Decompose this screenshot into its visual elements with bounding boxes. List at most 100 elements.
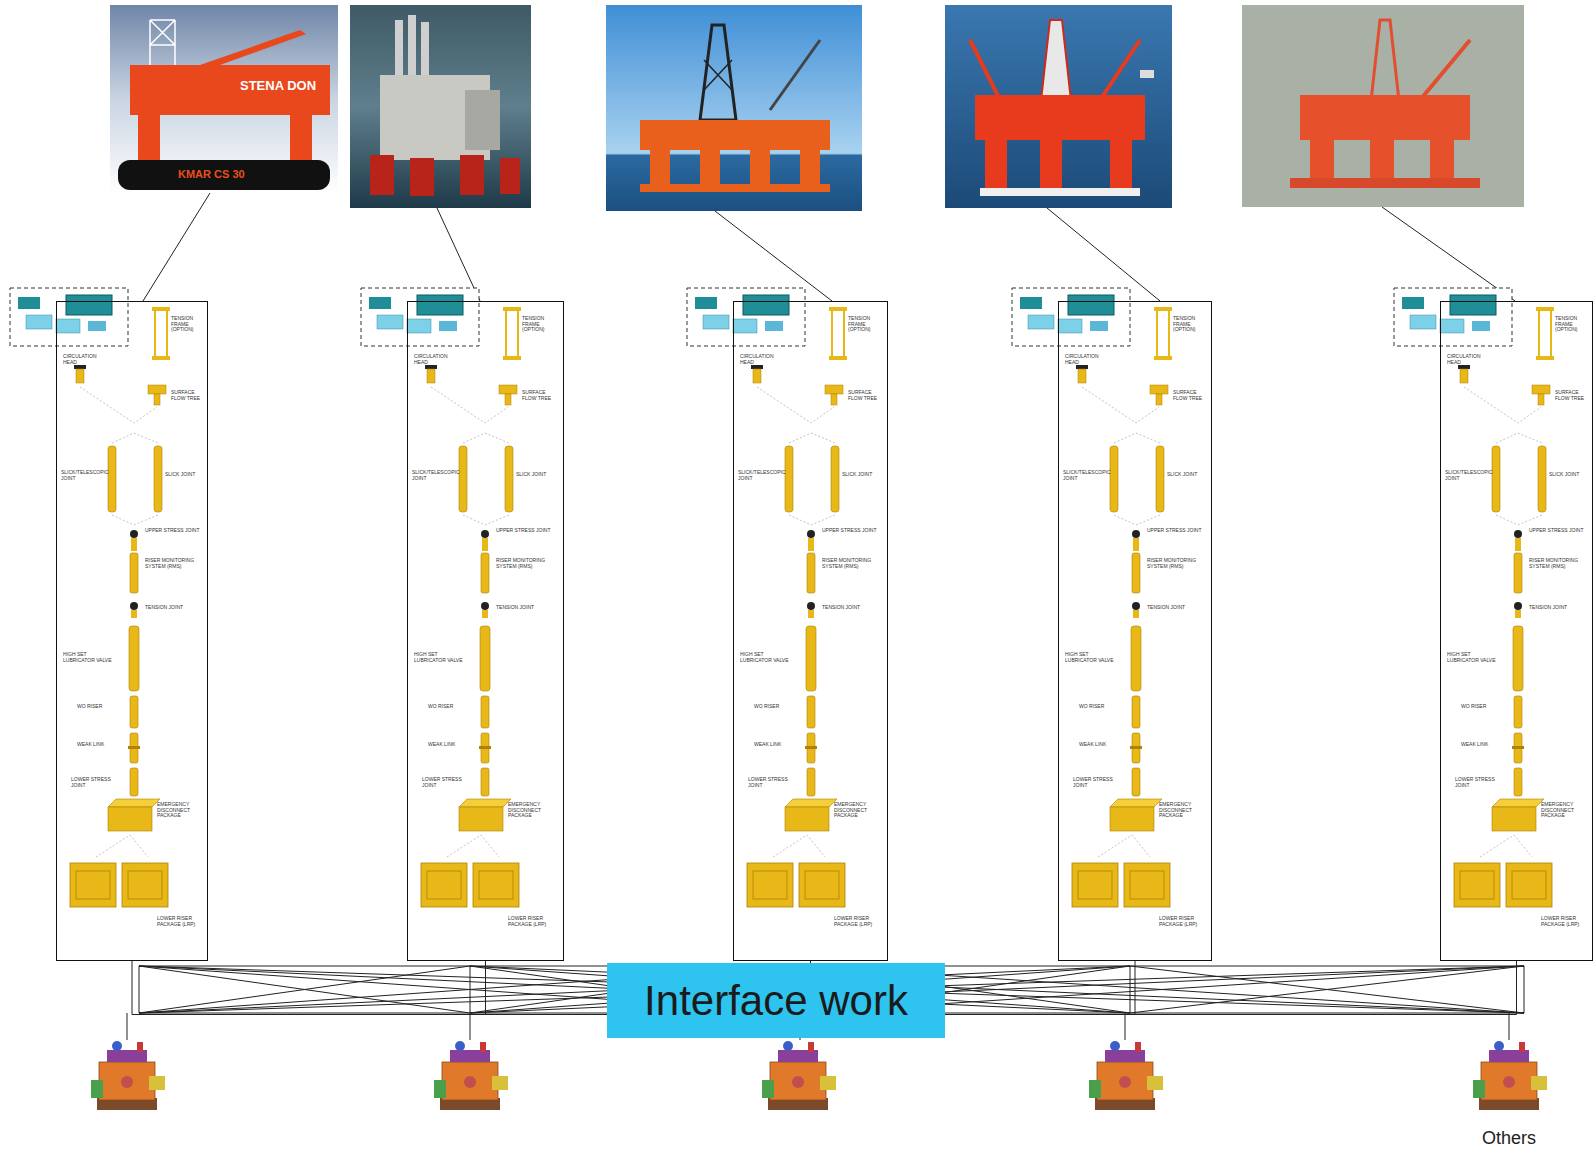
rig-photo-part <box>350 5 531 208</box>
interface-lines-part <box>1125 1013 1126 1040</box>
part-label: LOWER STRESS JOINT <box>1073 777 1123 788</box>
illustration-part <box>1473 1041 1547 1110</box>
part-label: TENSION JOINT <box>822 605 872 611</box>
part-label: EMERGENCY DISCONNECT PACKAGE <box>1159 802 1207 819</box>
connector <box>945 961 1135 1015</box>
part-label: TENSION FRAME (OPTION) <box>171 316 207 333</box>
hull-name: KMAR CS 30 <box>178 168 245 180</box>
part-label: SURFACE FLOW TREE <box>1555 390 1591 401</box>
rig-photo-part <box>704 60 732 90</box>
interface-lines-part <box>1524 966 1525 1013</box>
part-label: SLICK/TELESCOPIC JOINT <box>1445 470 1487 481</box>
illustration-part <box>1394 288 1554 907</box>
interface-box: Interface work <box>607 963 945 1038</box>
part-label: TENSION FRAME (OPTION) <box>522 316 558 333</box>
rig-photo-part <box>970 40 1140 100</box>
part-label: EMERGENCY DISCONNECT PACKAGE <box>834 802 882 819</box>
rig-photo <box>110 5 338 193</box>
part-label: SURFACE FLOW TREE <box>171 390 207 401</box>
rig-photo-part <box>945 5 1172 208</box>
connector <box>945 961 1517 1015</box>
part-label: UPPER STRESS JOINT <box>1529 528 1585 534</box>
part-label: EMERGENCY DISCONNECT PACKAGE <box>1541 802 1589 819</box>
rig-photo-part <box>750 150 770 188</box>
part-label: SLICK/TELESCOPIC JOINT <box>1063 470 1105 481</box>
illustration-part <box>91 1041 165 1110</box>
rig-photo-part <box>770 40 820 110</box>
interface-lines-part <box>127 1013 128 1040</box>
part-label: WEAK LINK <box>1079 742 1123 748</box>
part-label: LOWER STRESS JOINT <box>748 777 798 788</box>
rig-photo-part <box>410 158 434 196</box>
rig-photo-part <box>1110 140 1132 190</box>
connector <box>132 961 607 1015</box>
rig-photo <box>350 5 531 208</box>
part-label: CIRCULATION HEAD <box>1065 354 1109 365</box>
leader-line-part <box>143 193 210 301</box>
part-label: HIGH SET LUBRICATOR VALVE <box>740 652 796 663</box>
part-label: LOWER STRESS JOINT <box>422 777 472 788</box>
leader-line-part <box>1382 207 1515 301</box>
part-label: TENSION FRAME (OPTION) <box>848 316 884 333</box>
rig-photo-part <box>1290 178 1480 188</box>
interface-lines-part <box>1130 966 1524 1013</box>
part-label: RISER MONITORING SYSTEM (RMS) <box>822 558 878 569</box>
part-label: SURFACE FLOW TREE <box>522 390 558 401</box>
rig-photo-part <box>1420 40 1470 100</box>
part-label: CIRCULATION HEAD <box>63 354 107 365</box>
rig-photo-part <box>421 22 429 80</box>
part-label: RISER MONITORING SYSTEM (RMS) <box>145 558 201 569</box>
rig-photo-part <box>395 20 403 80</box>
part-label: SLICK/TELESCOPIC JOINT <box>738 470 780 481</box>
part-label: LOWER STRESS JOINT <box>71 777 121 788</box>
part-label: WO RISER <box>754 704 798 710</box>
note-label: Others <box>1482 1128 1536 1149</box>
part-label: SLICK/TELESCOPIC JOINT <box>412 470 454 481</box>
riser-box: TENSION FRAME (OPTION) CIRCULATION HEAD SU… <box>1058 301 1212 961</box>
part-label: SLICK/TELESCOPIC JOINT <box>61 470 103 481</box>
part-label: RISER MONITORING SYSTEM (RMS) <box>1147 558 1203 569</box>
part-label: SLICK JOINT <box>516 472 556 478</box>
rig-photo-part <box>460 155 484 195</box>
part-label: LOWER RISER PACKAGE (LRP) <box>1541 916 1589 927</box>
part-label: WEAK LINK <box>754 742 798 748</box>
rig-photo-part <box>800 150 820 188</box>
part-label: WO RISER <box>428 704 472 710</box>
rig-photo-part <box>138 115 160 160</box>
rig-photo-part <box>130 65 330 115</box>
part-label: TENSION FRAME (OPTION) <box>1173 316 1209 333</box>
interface-lines-part <box>139 966 140 1013</box>
part-label: RISER MONITORING SYSTEM (RMS) <box>496 558 552 569</box>
part-label: UPPER STRESS JOINT <box>496 528 552 534</box>
rig-photo <box>945 5 1172 208</box>
rig-photo-part <box>465 90 500 150</box>
interface-lines-part <box>470 1013 471 1040</box>
part-label: LOWER STRESS JOINT <box>1455 777 1505 788</box>
part-label: SLICK JOINT <box>842 472 882 478</box>
rig-photo-part <box>408 15 416 80</box>
part-label: UPPER STRESS JOINT <box>1147 528 1203 534</box>
rig-photo-part <box>975 95 1145 140</box>
part-label: SLICK JOINT <box>165 472 205 478</box>
interface-lines-part <box>139 966 470 1013</box>
part-label: TENSION JOINT <box>1147 605 1197 611</box>
rig-photo-part <box>290 115 312 160</box>
rig-photo-part <box>118 160 330 190</box>
part-label: EMERGENCY DISCONNECT PACKAGE <box>508 802 556 819</box>
part-label: SURFACE FLOW TREE <box>1173 390 1209 401</box>
illustration-part <box>361 288 521 907</box>
part-label: WEAK LINK <box>428 742 472 748</box>
rig-photo-part <box>640 120 830 150</box>
part-label: TENSION JOINT <box>145 605 195 611</box>
riser-box: TENSION FRAME (OPTION)CIRCULATION HEADSU… <box>1440 301 1593 961</box>
rig-photo-part <box>700 150 720 188</box>
rig-photo-part <box>150 20 175 70</box>
rig-photo-part <box>1430 140 1454 182</box>
part-label: WO RISER <box>1079 704 1123 710</box>
part-label: LOWER RISER PACKAGE (LRP) <box>834 916 882 927</box>
riser-box: TENSION FRAME (OPTION)CIRCULATION HEADSU… <box>407 301 564 961</box>
rig-photo-part <box>200 30 306 70</box>
interface-lines-part <box>139 966 470 1013</box>
interface-lines-part <box>1509 1013 1510 1040</box>
